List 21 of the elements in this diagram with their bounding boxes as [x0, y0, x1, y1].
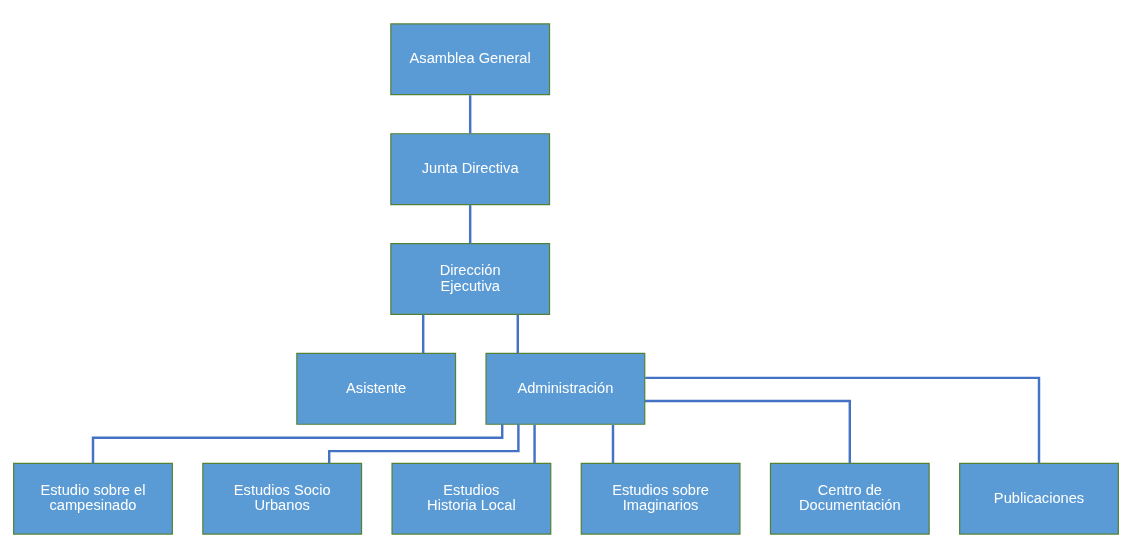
- node-box: Administración: [485, 352, 646, 425]
- connector: [91, 424, 504, 464]
- connector: [468, 95, 472, 134]
- node-box: Dirección Ejecutiva: [390, 243, 551, 315]
- connector: [516, 314, 519, 354]
- node-box: Estudios Historia Local: [391, 462, 552, 535]
- connector: [645, 376, 1041, 464]
- connector: [327, 424, 520, 464]
- node-box: Estudio sobre el campesinado: [13, 462, 173, 535]
- node-box: Asistente: [296, 352, 457, 425]
- node-box: Junta Directiva: [390, 133, 551, 206]
- connector: [645, 399, 851, 463]
- node-box: Estudios Socio Urbanos: [202, 462, 363, 535]
- connector: [468, 205, 472, 244]
- connector: [421, 314, 425, 354]
- node-box: Asamblea General: [390, 23, 551, 96]
- node-box: Centro de Documentación: [769, 462, 930, 535]
- connector: [533, 424, 536, 464]
- connector: [611, 424, 615, 464]
- node-box: Publicaciones: [959, 462, 1119, 535]
- node-box: Estudios sobre Imaginarios: [580, 462, 741, 535]
